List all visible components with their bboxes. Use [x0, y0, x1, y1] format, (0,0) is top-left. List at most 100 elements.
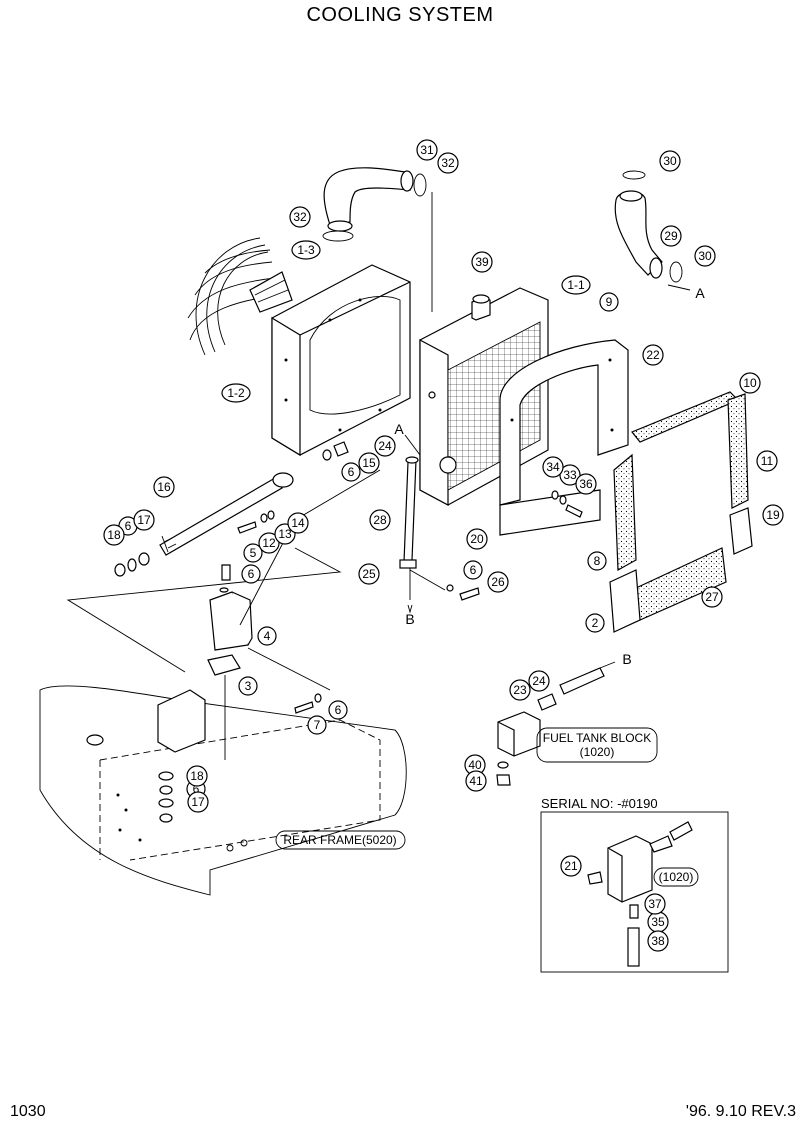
callout-label: 19 [766, 508, 780, 522]
baffle-plate [499, 339, 629, 536]
callout-label: 1-1 [567, 278, 585, 292]
callout-3: 3 [238, 676, 258, 696]
callout-17: 17 [133, 509, 155, 531]
callout-label: 28 [373, 513, 387, 527]
callout-label: 6 [470, 563, 477, 577]
callouts: 1-1 1-2 1-3 2 3 4 5 6 6 6 6 6 6 7 8 9 10… [103, 139, 784, 952]
callout-label: 6 [193, 782, 200, 796]
callout-26: 26 [487, 571, 509, 593]
page-number: 1030 [10, 1103, 46, 1120]
callout-7: 7 [307, 715, 327, 735]
callout-label: 32 [441, 156, 455, 170]
fuel-fittings [496, 667, 605, 786]
callout-label: 12 [262, 536, 276, 550]
callout-label: 33 [563, 468, 577, 482]
callout-36: 36 [575, 473, 597, 495]
callout-label: 24 [532, 674, 546, 688]
callout-label: 36 [579, 477, 593, 491]
callout-label: 35 [651, 915, 665, 929]
callout-label: 17 [137, 513, 151, 527]
callout-9: 9 [599, 292, 619, 312]
callout-label: 18 [190, 769, 204, 783]
callout-label: 6 [248, 567, 255, 581]
ref-a-mid: A [394, 421, 404, 437]
callout-1-3: 1-3 [291, 240, 321, 260]
callout-11: 11 [756, 450, 778, 472]
callout-2: 2 [585, 613, 605, 633]
callout-23: 23 [509, 679, 531, 701]
revision-date: '96. 9.10 REV.3 [685, 1103, 796, 1120]
fasteners [114, 441, 583, 714]
callout-label: 25 [362, 567, 376, 581]
callout-30: 30 [659, 150, 681, 172]
rear-frame [39, 685, 407, 896]
callout-label: 27 [705, 590, 719, 604]
callout-14: 14 [287, 512, 309, 534]
callout-label: 37 [648, 897, 662, 911]
callout-label: 26 [491, 575, 505, 589]
callout-16: 16 [153, 476, 175, 498]
callout-24: 24 [528, 670, 550, 692]
callout-label: 1-2 [227, 386, 245, 400]
callout-6: 6 [241, 564, 261, 584]
callout-label: 30 [663, 154, 677, 168]
callout-label: 30 [698, 249, 712, 263]
callout-label: 4 [264, 629, 271, 643]
callout-6: 6 [341, 462, 361, 482]
callout-label: 39 [475, 255, 489, 269]
callout-8: 8 [587, 551, 607, 571]
callout-label: 1-3 [297, 243, 315, 257]
callout-label: 13 [278, 527, 292, 541]
callout-21: 21 [560, 855, 582, 877]
upper-hose [322, 167, 427, 242]
callout-22: 22 [642, 344, 664, 366]
callout-6: 6 [328, 700, 348, 720]
diagram-labels: FUEL TANK BLOCK (1020) REAR FRAME(5020) … [275, 727, 699, 887]
reference-letters: A A B B [394, 285, 705, 667]
rear-frame-label: REAR FRAME(5020) [283, 833, 396, 847]
callout-label: 7 [314, 718, 321, 732]
callout-label: 3 [245, 679, 252, 693]
callout-17: 17 [187, 791, 209, 813]
lower-hose [614, 170, 683, 283]
fuel-tank-block-label: FUEL TANK BLOCK [543, 731, 651, 745]
fuel-tank-block-ref: (1020) [580, 745, 615, 759]
callout-30: 30 [694, 245, 716, 267]
callout-19: 19 [762, 504, 784, 526]
callout-37: 37 [644, 893, 666, 915]
page-title: COOLING SYSTEM [306, 4, 494, 26]
callout-label: 16 [157, 480, 171, 494]
mount-bracket [207, 591, 253, 676]
fan-guard [187, 237, 293, 356]
callout-label: 6 [335, 703, 342, 717]
callout-label: 21 [564, 859, 578, 873]
callout-38: 38 [647, 930, 669, 952]
callout-label: 41 [469, 774, 483, 788]
ref-a-top: A [695, 285, 705, 301]
callout-1-1: 1-1 [561, 275, 591, 295]
callout-33: 33 [559, 464, 581, 486]
callout-5: 5 [243, 543, 263, 563]
tension-rod [159, 472, 294, 556]
fuel-pipe [399, 456, 419, 569]
inset-block-ref: (1020) [659, 870, 694, 884]
callout-24: 24 [374, 435, 396, 457]
callout-label: 32 [293, 210, 307, 224]
callout-1-2: 1-2 [221, 383, 251, 403]
callout-label: 29 [664, 229, 678, 243]
callout-label: 15 [362, 456, 376, 470]
callout-label: 8 [594, 554, 601, 568]
callout-label: 20 [470, 532, 484, 546]
callout-15: 15 [358, 452, 380, 474]
callout-18: 18 [103, 524, 125, 546]
callout-10: 10 [739, 372, 761, 394]
callout-18: 18 [186, 765, 208, 787]
ref-b-right: B [622, 651, 631, 667]
callout-label: 14 [291, 516, 305, 530]
callout-28: 28 [369, 509, 391, 531]
callout-35: 35 [647, 911, 669, 933]
ref-b-down: B [405, 611, 414, 627]
callout-27: 27 [701, 586, 723, 608]
callout-label: 24 [378, 439, 392, 453]
callout-34: 34 [542, 456, 564, 478]
